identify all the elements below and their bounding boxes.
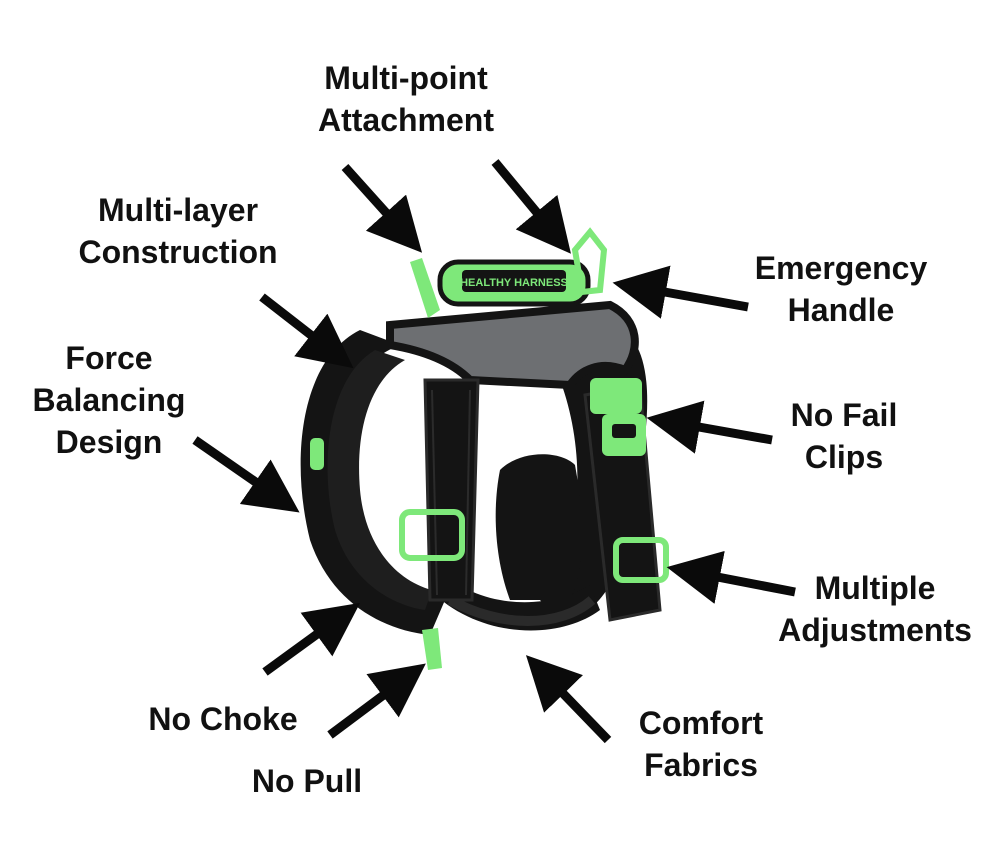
label-multi-layer-line2: Construction: [78, 234, 278, 270]
arrow-no-fail-clips: [646, 400, 773, 454]
label-comfort-fabrics: Comfort Fabrics: [616, 702, 786, 786]
label-force-line3: Design: [55, 424, 163, 460]
harness-image: [300, 227, 669, 670]
arrow-no-choke: [262, 602, 361, 676]
label-no-pull: No Pull: [228, 760, 386, 802]
label-no-choke-text: No Choke: [148, 701, 298, 737]
label-multi-point-line2: Attachment: [317, 102, 494, 138]
label-no-pull-text: No Pull: [251, 763, 363, 799]
label-no-fail-line1: No Fail: [790, 397, 898, 433]
label-force-line1: Force: [65, 340, 153, 376]
arrow-force-balancing: [192, 436, 300, 513]
label-comfort-line2: Fabrics: [644, 747, 758, 783]
label-emergency-handle: Emergency Handle: [734, 247, 948, 331]
label-force-line2: Balancing: [32, 382, 186, 418]
label-multiple-adjustments: Multiple Adjustments: [764, 567, 986, 651]
label-multi-layer-construction: Multi-layer Construction: [58, 189, 298, 273]
label-no-fail-line2: Clips: [804, 439, 884, 475]
arrow-multi-point-right: [491, 159, 571, 254]
label-no-fail-clips: No Fail Clips: [770, 394, 918, 478]
label-multi-point-attachment: Multi-point Attachment: [300, 57, 512, 141]
arrow-no-pull: [327, 663, 426, 739]
arrow-multiple-adjustments: [666, 550, 796, 604]
label-multiple-line1: Multiple: [814, 570, 936, 606]
label-emergency-line1: Emergency: [754, 250, 928, 286]
label-multi-layer-line1: Multi-layer: [97, 192, 259, 228]
label-multiple-line2: Adjustments: [778, 612, 972, 648]
arrow-emergency-handle: [612, 265, 749, 319]
label-emergency-line2: Handle: [787, 292, 895, 328]
label-force-balancing-design: Force Balancing Design: [14, 337, 204, 463]
arrow-comfort-fabrics: [525, 655, 612, 744]
handle-brand-text: HEALTHY HARNESS: [460, 277, 568, 289]
label-multi-point-line1: Multi-point: [324, 60, 488, 96]
label-no-choke: No Choke: [128, 698, 318, 740]
label-comfort-line1: Comfort: [638, 705, 764, 741]
arrow-multi-point-left: [341, 163, 423, 253]
arrow-multi-layer: [259, 293, 354, 369]
